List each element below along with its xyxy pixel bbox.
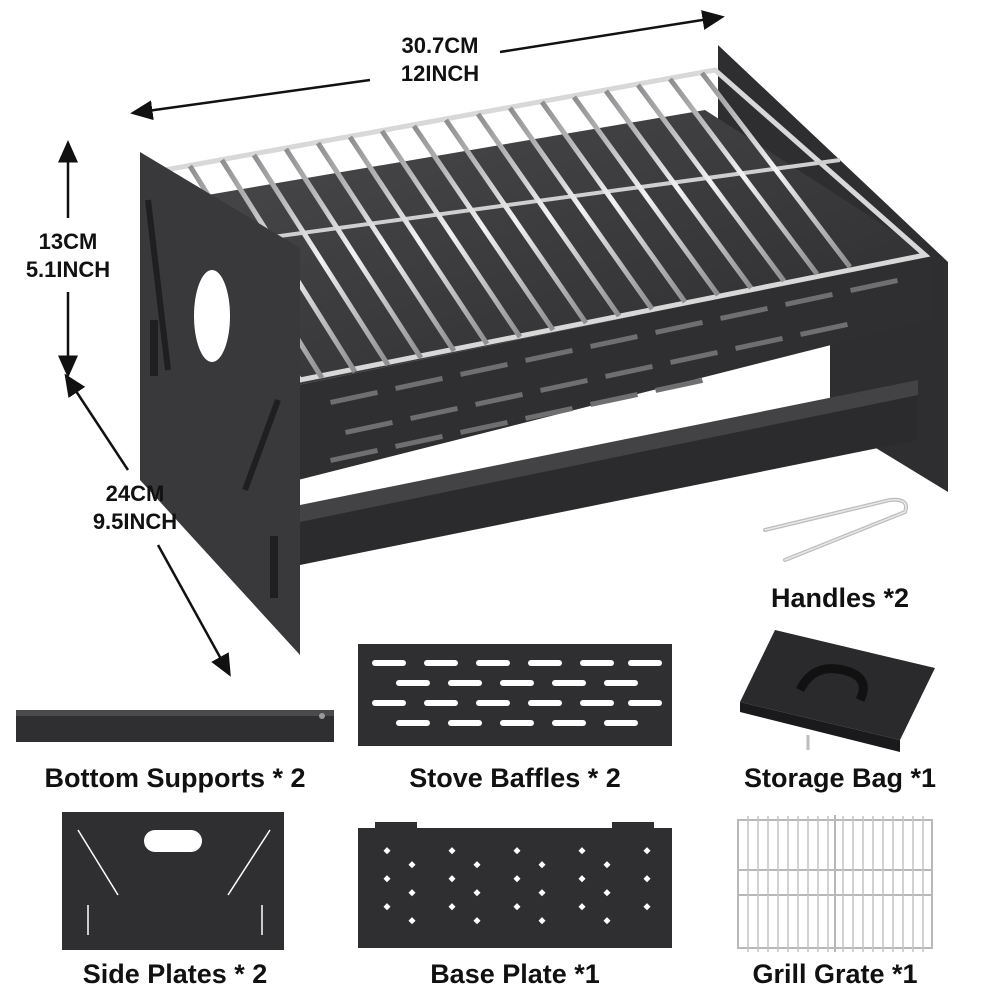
firebox	[178, 110, 930, 385]
stove-baffles-caption: Stove Baffles * 2	[409, 763, 621, 793]
depth-arrow-top	[64, 373, 130, 471]
side-plates-caption: Side Plates * 2	[82, 959, 268, 989]
baffle-slots	[329, 278, 898, 463]
grill-grate-caption: Grill Grate *1	[752, 959, 918, 989]
width-arrow-right	[499, 10, 725, 54]
height-cm: 13CM	[38, 229, 98, 254]
width-label: 30.7CM 12INCH	[380, 32, 500, 88]
handles-caption: Handles *2	[770, 583, 910, 613]
depth-label: 24CM 9.5INCH	[80, 480, 190, 536]
depth-cm: 24CM	[105, 481, 165, 506]
width-arrow-left	[130, 78, 371, 121]
width-cm: 30.7CM	[401, 33, 479, 58]
side-plate-handle-hole	[194, 270, 230, 362]
bottom-support-rail	[300, 392, 918, 565]
storage-bag-caption: Storage Bag *1	[743, 763, 937, 793]
height-inch: 5.1INCH	[25, 257, 111, 282]
width-inch: 12INCH	[400, 61, 480, 86]
height-label: 13CM 5.1INCH	[20, 228, 116, 284]
depth-arrow-bottom	[156, 544, 231, 677]
left-side-plate	[140, 152, 300, 655]
base-plate-caption: Base Plate *1	[430, 959, 600, 989]
depth-inch: 9.5INCH	[92, 509, 178, 534]
bottom-supports-caption: Bottom Supports * 2	[44, 763, 306, 793]
front-baffle	[298, 255, 930, 480]
